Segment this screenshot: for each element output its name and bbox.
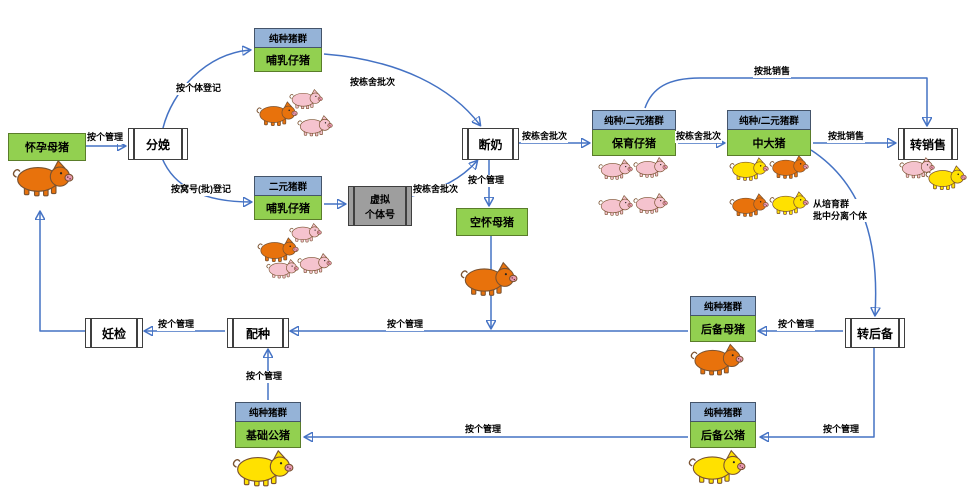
edge-label-manage-individual: 按个管理 (467, 175, 506, 187)
group-header: 二元猪群 (254, 176, 322, 196)
edge-label-batch-sale: 按批销售 (753, 66, 792, 78)
node-reserve-sows: 纯种猪群 后备母猪 (690, 296, 756, 342)
edge-label-manage-individual: 按个管理 (245, 371, 284, 383)
edge-farrowing-to-purebred (162, 50, 250, 129)
edge-label-register-individual: 按个体登记 (175, 83, 223, 95)
pig-icon (729, 192, 769, 217)
node-reserve-boars: 纯种猪群 后备公猪 (690, 402, 756, 448)
group-label: 中大猪 (727, 130, 811, 156)
edge-check-to-pregnant (40, 212, 85, 332)
pig-icon (598, 158, 633, 180)
edge-label-barn-batch: 按栋舍批次 (521, 131, 569, 143)
pig-icon (729, 156, 769, 181)
edge-label-barn-batch: 按栋舍批次 (675, 131, 723, 143)
edge-label-separate-from-batch: 从培育群 批中分离个体 (812, 199, 869, 223)
edge-label-manage-individual: 按个管理 (86, 132, 125, 144)
node-to-sales: 转销售 (898, 128, 958, 160)
pig-icon (297, 252, 332, 274)
node-grower-pigs: 纯种/二元猪群 中大猪 (727, 110, 811, 156)
group-label: 基础公猪 (235, 422, 301, 448)
node-base-boars: 纯种猪群 基础公猪 (235, 402, 301, 448)
edge-label-batch-sale: 按批销售 (827, 131, 866, 143)
pig-icon (232, 448, 294, 487)
node-mating: 配种 (227, 318, 289, 348)
pig-icon (12, 158, 74, 197)
node-pregnancy-check: 妊检 (85, 318, 143, 348)
pig-icon (256, 100, 298, 127)
pig-icon (769, 190, 809, 215)
node-nursery-piglets: 纯种/二元猪群 保育仔猪 (592, 110, 676, 156)
group-header: 纯种猪群 (690, 402, 756, 422)
group-label: 保育仔猪 (592, 130, 676, 156)
node-pregnant-sow: 怀孕母猪 (8, 133, 86, 161)
group-header: 纯种/二元猪群 (592, 110, 676, 130)
group-header: 纯种/二元猪群 (727, 110, 811, 130)
edge-label-manage-individual: 按个管理 (777, 319, 816, 331)
group-label: 后备母猪 (690, 316, 756, 342)
node-open-sow: 空怀母猪 (456, 208, 528, 236)
node-weaning: 断奶 (462, 128, 519, 160)
group-header: 纯种猪群 (254, 28, 322, 48)
edge-label-register-litter: 按窝号(批)登记 (170, 184, 232, 196)
node-virtual-id: 虚拟 个体号 (348, 186, 412, 226)
node-to-reserve: 转后备 (845, 318, 905, 348)
edge-label-manage-individual: 按个管理 (157, 319, 196, 331)
group-label: 哺乳仔猪 (254, 196, 322, 220)
edge-label-barn-batch: 按栋舍批次 (412, 184, 460, 196)
edge-grower-to-reserve (810, 149, 876, 315)
group-label: 后备公猪 (690, 422, 756, 448)
pig-icon (688, 448, 746, 485)
pig-icon (633, 192, 668, 214)
group-label: 哺乳仔猪 (254, 48, 322, 72)
pig-icon (769, 154, 809, 179)
edge-label-manage-individual: 按个管理 (464, 424, 503, 436)
group-header: 纯种猪群 (235, 402, 301, 422)
edge-reserve-to-reserve-boar (761, 348, 875, 437)
node-purebred-suckling: 纯种猪群 哺乳仔猪 (254, 28, 322, 72)
pig-icon (266, 258, 299, 279)
edge-label-manage-individual: 按个管理 (386, 319, 425, 331)
pig-icon (460, 260, 518, 297)
node-binary-suckling: 二元猪群 哺乳仔猪 (254, 176, 322, 220)
group-header: 纯种猪群 (690, 296, 756, 316)
edge-nursery-to-sales-top (644, 77, 927, 125)
pig-icon (925, 164, 967, 191)
node-farrowing: 分娩 (128, 128, 188, 160)
edge-label-manage-individual: 按个管理 (822, 424, 861, 436)
pig-icon (690, 342, 744, 376)
pig-icon (633, 156, 668, 178)
pig-icon (598, 194, 633, 216)
pig-icon (297, 114, 333, 137)
edge-purebred-to-weaning (323, 53, 480, 125)
edge-label-barn-batch: 按栋舍批次 (349, 77, 397, 89)
